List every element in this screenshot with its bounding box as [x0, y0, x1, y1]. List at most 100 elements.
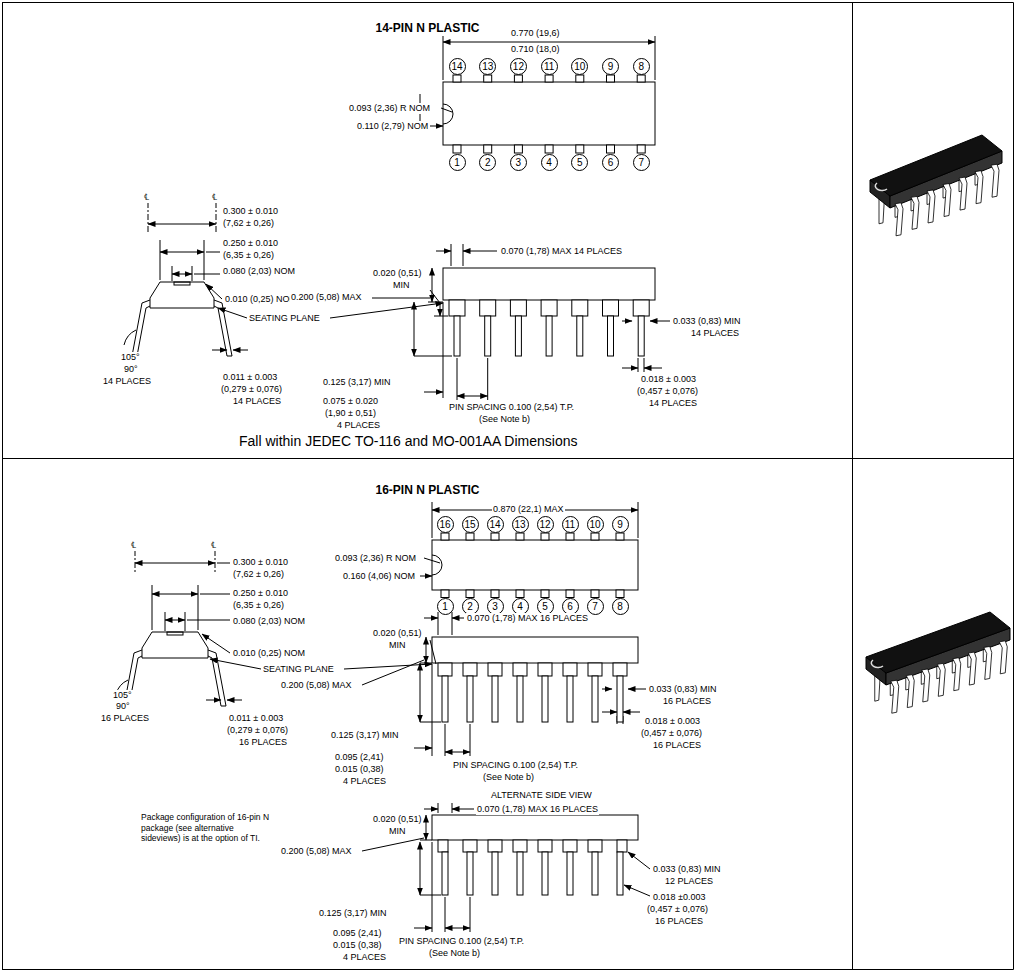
dimension-label: 16 PLACES: [654, 916, 704, 927]
dimension-label: (7,62 ± 0,26): [232, 569, 285, 580]
dimension-label: 0.015 (0,38): [332, 940, 383, 951]
lead-tab: [541, 533, 549, 540]
pin-number: 2: [479, 154, 496, 171]
pin-label: 7: [592, 601, 598, 612]
end-view-16: [116, 550, 242, 706]
pin-number: 13: [479, 58, 496, 75]
lead-shoulder: [588, 840, 602, 852]
lead-shoulder: [438, 663, 452, 676]
top-view-14: [420, 36, 655, 145]
side-view-16: [210, 612, 646, 756]
pin-label: 4: [546, 157, 552, 168]
dimension-label: 0.250 ± 0.010: [232, 588, 289, 599]
dimension-label: ℄: [210, 540, 217, 551]
lead: [922, 669, 930, 702]
package-title: 14-PIN N PLASTIC: [3, 21, 852, 35]
pin-label: 4: [517, 601, 523, 612]
side-view-14: [218, 244, 670, 400]
lead-tab: [541, 590, 549, 598]
lead-shoulder: [488, 840, 502, 852]
lead: [492, 676, 498, 722]
lead-tab: [466, 590, 474, 598]
dimension-label: 0.018 ± 0.003: [644, 716, 701, 727]
pin-label: 9: [608, 61, 614, 72]
dimension-label: 0.010 (0,25) NOM: [224, 294, 298, 305]
lead-shoulder: [538, 840, 552, 852]
lead: [515, 316, 521, 356]
lead: [517, 676, 523, 722]
lead: [567, 852, 573, 895]
dimension-label: 0.770 (19,6): [510, 28, 561, 39]
lead-tab: [576, 145, 584, 153]
pin-label: 11: [565, 519, 575, 530]
lead: [984, 646, 992, 679]
lead-tab: [566, 590, 574, 598]
lead-tab: [566, 533, 574, 540]
alternate-side-view-16: [362, 803, 650, 932]
dimension-label: 0.033 (0,83) MIN: [672, 316, 742, 327]
pin-label: 11: [544, 61, 554, 72]
dimension-label: 16 PLACES: [662, 696, 712, 707]
lead-shoulder: [572, 300, 588, 316]
dimension-label: (See Note b): [428, 948, 481, 959]
lead: [542, 852, 548, 895]
lead-shoulder: [510, 300, 526, 316]
pin-label: 13: [482, 61, 493, 72]
dimension-label: 0.200 (5,08) MAX: [280, 846, 353, 857]
pin-number: 3: [510, 154, 527, 171]
dimension-label: 0.015 (0,38): [334, 764, 385, 775]
pin-number: 8: [633, 58, 650, 75]
lead: [442, 852, 448, 895]
dimension-label: 0.093 (2,36) R NOM: [348, 103, 431, 114]
lead-tab: [607, 145, 615, 153]
dimension-label: 4 PLACES: [342, 952, 387, 963]
pin-number: 11: [541, 58, 558, 75]
dimension-label: 105°: [112, 690, 133, 701]
dimension-label: 0.870 (22,1) MAX: [492, 504, 565, 515]
lead-tab: [514, 75, 522, 82]
dimension-label: (0,279 ± 0,076): [220, 384, 283, 395]
dimension-label: 90°: [115, 701, 131, 712]
dimension-label: 16 PLACES: [652, 740, 702, 751]
lead: [937, 663, 945, 696]
lead: [991, 164, 999, 197]
pin-number: 7: [633, 154, 650, 171]
lead: [592, 852, 598, 895]
pin-label: 10: [574, 61, 585, 72]
lead-shoulder: [463, 840, 477, 852]
pin-label: 3: [516, 157, 522, 168]
dimension-label: 0.018 ±0.003: [652, 892, 706, 903]
dimension-label: 0.200 (5,08) MAX: [290, 292, 363, 303]
pin-number: 12: [510, 58, 527, 75]
pin-number: 4: [541, 154, 558, 171]
dimension-label: 0.160 (4,06) NOM: [342, 571, 416, 582]
pin-number: 6: [562, 598, 579, 615]
lead-tab: [516, 533, 524, 540]
dimension-label: 0.080 (2,03) NOM: [232, 616, 306, 627]
lead: [542, 676, 548, 722]
dimension-label: ALTERNATE SIDE VIEW: [490, 790, 593, 801]
lead-tab: [591, 533, 599, 540]
pin-number: 10: [587, 516, 604, 533]
dimension-label: (See Note b): [478, 414, 531, 425]
pin-number: 14: [487, 516, 504, 533]
lead-shoulder: [480, 300, 496, 316]
lead-shoulder: [613, 663, 627, 676]
pin-label: 14: [451, 61, 462, 72]
pin-number: 5: [537, 598, 554, 615]
pin-number: 9: [602, 58, 619, 75]
dimension-label: (See Note b): [482, 772, 535, 783]
package-note: Fall within JEDEC TO-116 and MO-001AA Di…: [239, 433, 577, 449]
lead-tab: [545, 75, 553, 82]
pin-number: 8: [612, 598, 629, 615]
lead-tab: [637, 145, 645, 153]
lead-tab: [466, 533, 474, 540]
lead-shoulder: [563, 840, 577, 852]
lead: [638, 316, 644, 356]
pin-label: 6: [567, 601, 573, 612]
dimension-label: 0.010 (0,25) NOM: [232, 648, 306, 659]
lead-shoulder: [541, 300, 557, 316]
dimension-label: 0.250 ± 0.010: [222, 238, 279, 249]
lead: [517, 852, 523, 895]
lead: [467, 852, 473, 895]
